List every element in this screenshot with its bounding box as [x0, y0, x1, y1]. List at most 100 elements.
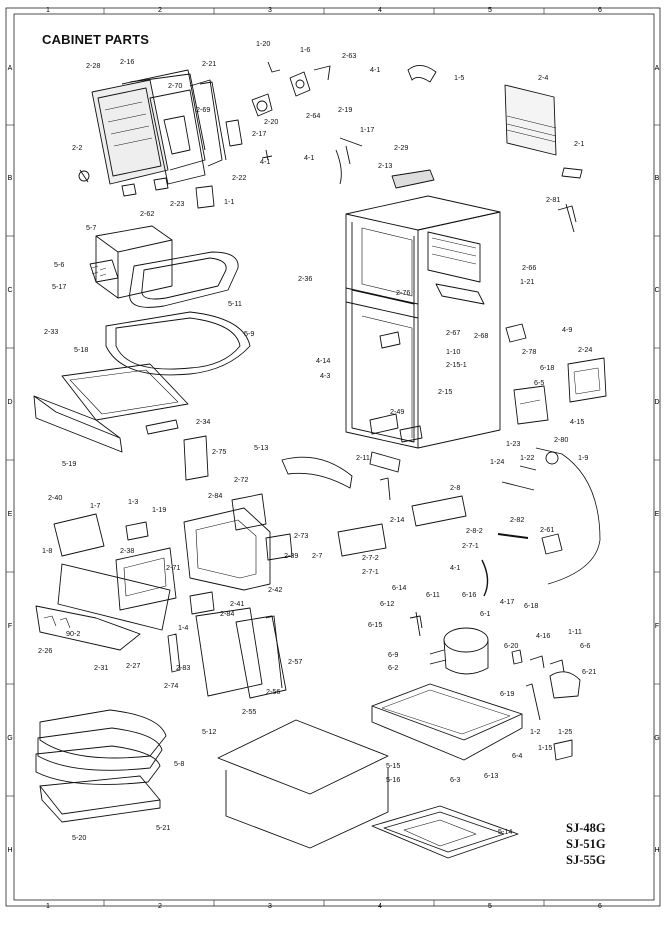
part-number-label: 4-15	[570, 417, 584, 426]
part-number-label: 2-57	[288, 657, 302, 666]
part-number-label: 2-29	[394, 143, 408, 152]
evaporator-tray-icon	[217, 683, 523, 859]
part-number-label: 5-9	[244, 329, 254, 338]
grid-ticks	[6, 8, 660, 906]
part-number-label: 2-34	[196, 417, 210, 426]
part-number-label: 6-18	[524, 601, 538, 610]
part-number-label: 1-21	[520, 277, 534, 286]
part-number-label: 2-24	[578, 345, 592, 354]
part-number-label: 2-17	[252, 129, 266, 138]
grid-row-label: E	[8, 511, 13, 518]
grid-row-label: F	[8, 623, 12, 630]
part-number-label: 5-11	[228, 299, 242, 308]
part-number-label: 2-7-2	[362, 553, 379, 562]
part-number-label: 6-5	[534, 378, 544, 387]
part-number-label: 2-71	[166, 563, 180, 572]
part-number-label: 2-8-2	[466, 526, 483, 535]
part-number-label: 4-1	[370, 65, 380, 74]
part-number-label: 6-13	[484, 771, 498, 780]
part-number-label: 2-2	[72, 143, 82, 152]
part-number-label: 5-21	[156, 823, 170, 832]
part-number-label: 5-18	[74, 345, 88, 354]
part-number-label: 2-19	[338, 105, 352, 114]
part-number-label: 2-33	[44, 327, 58, 336]
part-number-label: 2-56	[266, 687, 280, 696]
part-number-label: 6-16	[462, 590, 476, 599]
part-number-label: 2-70	[168, 81, 182, 90]
grid-row-label: H	[654, 847, 659, 854]
part-number-label: 2-42	[268, 585, 282, 594]
part-number-label: 2-83	[176, 663, 190, 672]
part-number-label: 2-36	[298, 274, 312, 283]
grid-row-label: G	[7, 735, 12, 742]
part-number-label: 6-3	[450, 775, 460, 784]
part-number-label: 2-15-1	[446, 360, 467, 369]
part-number-label: 2-41	[230, 599, 244, 608]
part-number-label: 2-14	[390, 515, 404, 524]
glass-shelves-icon	[35, 709, 167, 823]
part-number-label: 2-39	[284, 551, 298, 560]
fan-motor-assembly-icon	[167, 435, 353, 699]
control-panel-cover-icon	[504, 84, 583, 233]
crisper-drawer-icon	[33, 363, 189, 453]
part-number-label: 6-4	[512, 751, 522, 760]
grid-column-label: 6	[598, 903, 602, 910]
part-number-label: 2-81	[546, 195, 560, 204]
part-number-label: 2-62	[140, 209, 154, 218]
part-number-label: 2-72	[234, 475, 248, 484]
part-number-label: 6-20	[504, 641, 518, 650]
part-number-label: 2-80	[554, 435, 568, 444]
part-number-label: 2-8	[450, 483, 460, 492]
part-number-label: 1-22	[520, 453, 534, 462]
part-number-label: 4-1	[450, 563, 460, 572]
grid-row-label: G	[654, 735, 659, 742]
part-number-label: 2-1	[574, 139, 584, 148]
grid-column-label: 2	[158, 903, 162, 910]
part-number-label: 5-17	[52, 282, 66, 291]
part-number-label: 2-31	[94, 663, 108, 672]
part-number-label: 2-7	[312, 551, 322, 560]
part-number-label: 2-16	[120, 57, 134, 66]
part-number-label: 6-9	[388, 650, 398, 659]
grid-column-label: 2	[158, 7, 162, 14]
part-number-label: 2-64	[306, 111, 320, 120]
part-number-label: 4-3	[320, 371, 330, 380]
part-number-label: 2-73	[294, 531, 308, 540]
part-number-label: 1-19	[152, 505, 166, 514]
grid-row-label: B	[655, 175, 660, 182]
part-number-label: 2-22	[232, 173, 246, 182]
part-number-label: 1-7	[90, 501, 100, 510]
part-number-label: 2-28	[86, 61, 100, 70]
grid-row-label: B	[8, 175, 13, 182]
part-number-label: 6-18	[540, 363, 554, 372]
part-number-label: 1-4	[178, 623, 188, 632]
grid-column-label: 1	[46, 903, 50, 910]
part-number-label: 2-66	[522, 263, 536, 272]
grid-column-label: 4	[378, 7, 382, 14]
grid-row-label: A	[655, 65, 660, 72]
cabinet-body-outline-icon	[345, 169, 501, 501]
part-number-label: 2-7-1	[462, 541, 479, 550]
compressor-icon	[409, 611, 581, 761]
grid-column-label: 3	[268, 903, 272, 910]
part-number-label: 5-15	[386, 761, 400, 770]
part-number-label: 1-2	[530, 727, 540, 736]
part-number-label: 2-4	[538, 73, 548, 82]
part-number-label: 2-61	[540, 525, 554, 534]
part-number-label: 2-40	[48, 493, 62, 502]
part-number-label: 2-63	[342, 51, 356, 60]
part-number-label: 1-1	[224, 197, 234, 206]
grid-row-label: H	[7, 847, 12, 854]
diagram-title: CABINET PARTS	[42, 32, 150, 47]
part-number-label: 2-23	[170, 199, 184, 208]
part-number-label: 1-24	[490, 457, 504, 466]
grid-row-label: F	[655, 623, 659, 630]
part-number-label: 2-67	[446, 328, 460, 337]
model-numbers: SJ-48G SJ-51G SJ-55G	[566, 820, 606, 868]
part-number-label: 90-2	[66, 629, 80, 638]
part-number-label: 5-6	[54, 260, 64, 269]
part-number-label: 2-26	[38, 646, 52, 655]
